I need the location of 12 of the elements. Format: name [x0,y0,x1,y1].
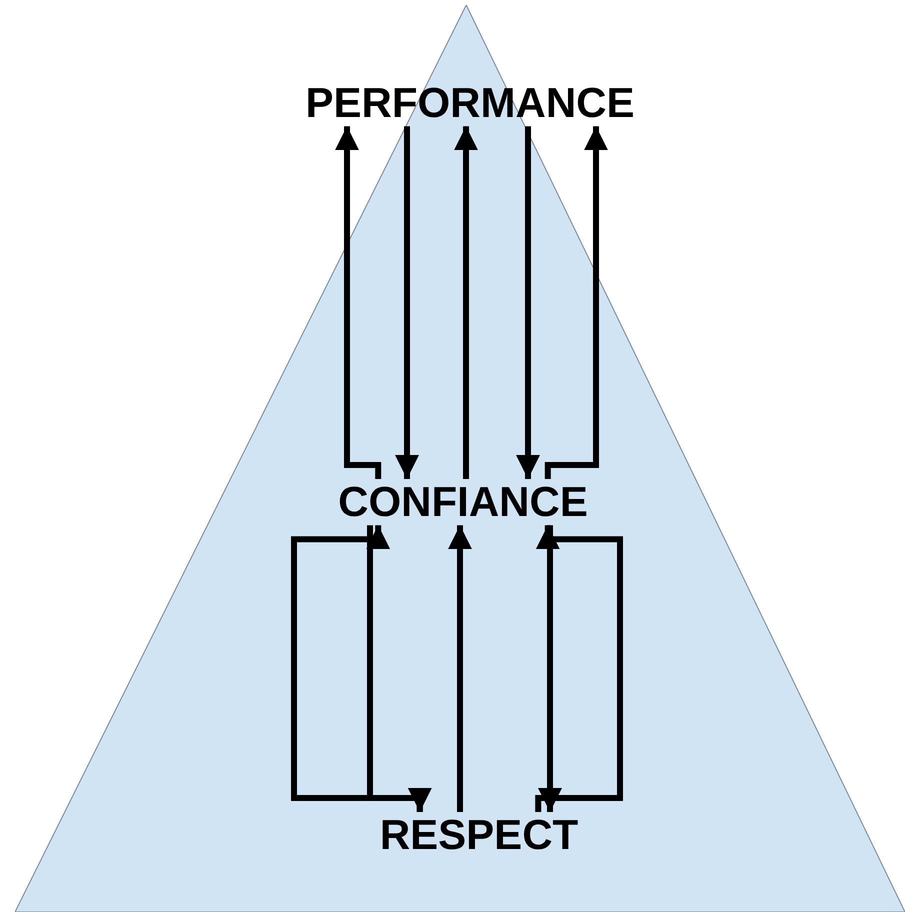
level-label: PERFORMANCE [306,80,634,126]
arrow [367,525,432,812]
level-label: CONFIANCE [338,479,588,526]
arrow [535,525,623,812]
arrow [538,525,562,812]
arrow [516,126,540,479]
arrow [454,126,478,479]
level-label: RESPECT [380,812,578,858]
arrow [544,126,608,479]
arrow [448,525,472,812]
arrow [395,126,419,479]
arrow [335,126,382,479]
